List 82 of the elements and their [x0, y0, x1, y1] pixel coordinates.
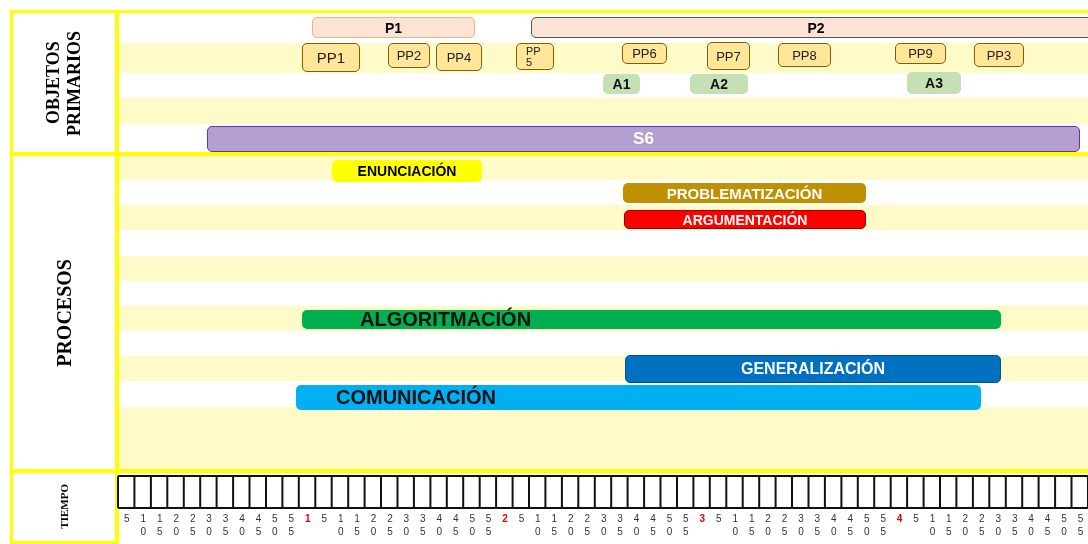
second-label: 55 [485, 512, 493, 538]
process-bar: GENERALIZACIÓN [625, 355, 1001, 383]
subproblem-box: PP1 [302, 43, 360, 72]
subproblem-box: PP7 [707, 42, 750, 70]
second-label: 55 [1077, 512, 1084, 538]
row-header: PROCESOS [52, 258, 76, 367]
minute-label: 4 [896, 512, 904, 525]
second-label: 50 [271, 512, 279, 538]
minute-label: 3 [698, 512, 706, 525]
minute-label: 2 [501, 512, 509, 525]
second-label: 30 [402, 512, 410, 538]
second-label: 15 [550, 512, 558, 538]
row-header: OBJETOS PRIMARIOS [43, 29, 85, 138]
second-label: 10 [337, 512, 345, 538]
second-label: 25 [386, 512, 394, 538]
subproblem-box: PP2 [388, 43, 430, 68]
second-label: 15 [945, 512, 953, 538]
answer-box: A2 [690, 74, 748, 94]
second-label: 45 [846, 512, 854, 538]
second-label: 5 [320, 512, 328, 525]
second-label: 45 [255, 512, 262, 538]
second-label: 35 [419, 512, 427, 538]
second-label: 35 [616, 512, 624, 538]
subproblem-box: PP6 [622, 43, 667, 64]
second-label: 30 [994, 512, 1002, 538]
second-label: 15 [156, 512, 164, 538]
second-label: 25 [978, 512, 986, 538]
answer-box: A3 [907, 72, 961, 94]
second-label: 50 [468, 512, 476, 538]
problem-bar: P2 [531, 17, 1088, 38]
subproblem-box: PP3 [974, 43, 1024, 67]
second-label: 45 [452, 512, 460, 538]
second-label: 20 [961, 512, 969, 538]
second-label: 40 [633, 512, 641, 538]
second-label: 30 [600, 512, 608, 538]
subproblem-box: PP8 [778, 43, 831, 67]
second-label: 50 [1060, 512, 1068, 538]
second-label: 10 [731, 512, 739, 538]
second-label: 30 [205, 512, 213, 538]
second-label: 50 [863, 512, 871, 538]
second-label: 35 [1011, 512, 1019, 538]
second-label: 40 [435, 512, 443, 538]
subproblem-box: PP9 [895, 43, 946, 64]
second-label: 15 [748, 512, 756, 538]
subproblem-box: PP4 [436, 43, 482, 71]
second-label: 10 [929, 512, 936, 538]
second-label: 55 [287, 512, 295, 538]
second-label: 50 [666, 512, 673, 538]
problem-bar: P1 [312, 17, 475, 38]
second-label: 40 [238, 512, 246, 538]
second-label: 35 [813, 512, 821, 538]
second-label: 25 [189, 512, 197, 538]
second-label: 5 [123, 512, 131, 525]
process-bar: COMUNICACIÓN [296, 385, 981, 410]
subproblem-box: PP5 [516, 43, 554, 70]
second-label: 5 [715, 512, 723, 525]
second-label: 45 [649, 512, 657, 538]
second-label: 55 [879, 512, 887, 538]
second-label: 20 [172, 512, 180, 538]
session-bar: S6 [207, 126, 1080, 152]
second-label: 40 [1027, 512, 1035, 538]
process-bar: ENUNCIACIÓN [332, 160, 482, 182]
second-label: 25 [583, 512, 591, 538]
second-label: 5 [912, 512, 920, 525]
second-label: 5 [518, 512, 525, 525]
second-label: 40 [830, 512, 838, 538]
second-label: 25 [781, 512, 788, 538]
second-label: 20 [764, 512, 772, 538]
second-label: 15 [353, 512, 361, 538]
second-label: 20 [567, 512, 575, 538]
second-label: 20 [370, 512, 377, 538]
answer-box: A1 [603, 74, 640, 94]
minute-label: 1 [304, 512, 312, 525]
second-label: 10 [139, 512, 147, 538]
second-label: 10 [534, 512, 542, 538]
second-label: 35 [222, 512, 230, 538]
second-label: 45 [1044, 512, 1052, 538]
second-label: 55 [682, 512, 690, 538]
row-header: TIEMPO [58, 484, 70, 529]
process-bar: ARGUMENTACIÓN [624, 210, 866, 229]
second-label: 30 [797, 512, 805, 538]
process-bar: PROBLEMATIZACIÓN [623, 183, 866, 203]
